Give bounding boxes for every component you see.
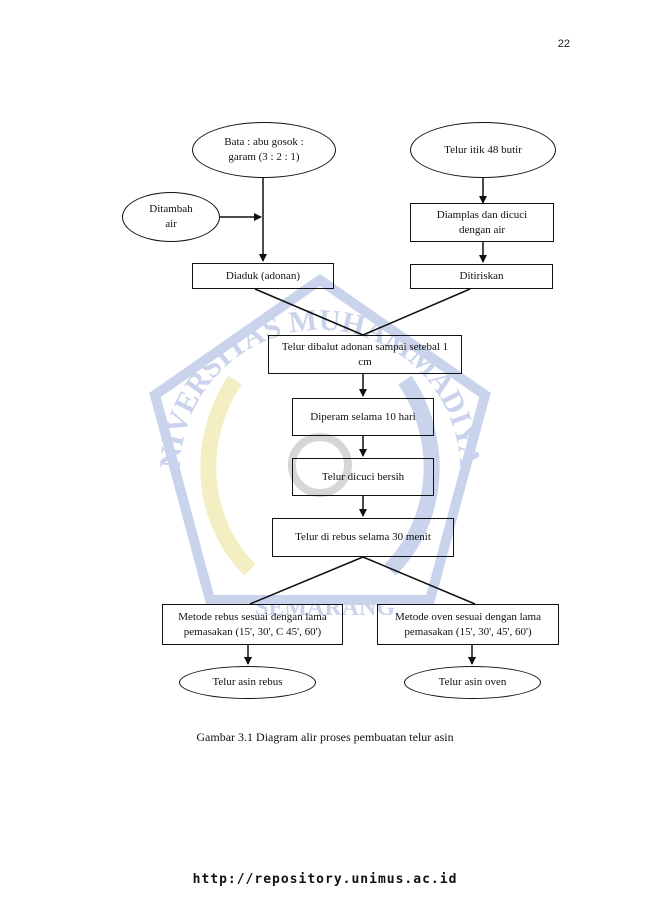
node-asin-oven-label: Telur asin oven — [438, 676, 507, 689]
line-diaduk-to-dibalut — [254, 288, 364, 336]
node-ditiriskan-label: Ditiriskan — [459, 270, 504, 283]
node-direbus-label: Telur di rebus selama 30 menit — [295, 531, 431, 544]
repository-url[interactable]: http://repository.unimus.ac.id — [192, 872, 458, 887]
node-metode-oven: Metode oven sesuai dengan lama pemasakan… — [377, 604, 559, 645]
node-telur-itik: Telur itik 48 butir — [410, 122, 556, 178]
university-logo-watermark: UNIVERSITAS MUHAMMADIYAH SEMARANG — [140, 270, 491, 621]
watermark-pentagon — [149, 273, 491, 605]
page-number: 22 — [557, 38, 570, 50]
node-diamplas: Diamplas dan dicuci dengan air — [410, 203, 554, 242]
node-metode-rebus: Metode rebus sesuai dengan lama pemasaka… — [162, 604, 343, 645]
node-dibalut-label: Telur dibalut adonan sampai setebal 1 cm — [281, 340, 449, 368]
line-direbus-to-metode-oven — [362, 556, 476, 605]
node-bata-label: Bata : abu gosok : garam (3 : 2 : 1) — [224, 136, 304, 163]
watermark-left-laurel — [200, 375, 256, 576]
node-bata: Bata : abu gosok : garam (3 : 2 : 1) — [192, 122, 336, 178]
node-diperam: Diperam selama 10 hari — [292, 398, 434, 436]
node-diaduk: Diaduk (adonan) — [192, 263, 334, 289]
node-air-label: Ditambah air — [149, 203, 193, 230]
node-diperam-label: Diperam selama 10 hari — [310, 410, 416, 423]
node-diaduk-label: Diaduk (adonan) — [225, 269, 301, 282]
node-diamplas-label: Diamplas dan dicuci dengan air — [436, 208, 528, 236]
node-asin-rebus-label: Telur asin rebus — [212, 676, 283, 689]
line-direbus-to-metode-rebus — [249, 556, 364, 605]
line-ditiriskan-to-dibalut — [362, 288, 471, 336]
node-ditiriskan: Ditiriskan — [410, 264, 553, 289]
node-asin-oven: Telur asin oven — [404, 666, 541, 699]
watermark-bottom-text: SEMARANG — [255, 595, 395, 621]
figure-caption: Gambar 3.1 Diagram alir proses pembuatan… — [196, 730, 454, 744]
watermark-right-laurel — [384, 375, 440, 576]
node-dicuci: Telur dicuci bersih — [292, 458, 434, 496]
node-dicuci-label: Telur dicuci bersih — [321, 470, 405, 483]
node-metode-rebus-label: Metode rebus sesuai dengan lama pemasaka… — [178, 610, 327, 638]
node-direbus: Telur di rebus selama 30 menit — [272, 518, 454, 557]
node-metode-oven-label: Metode oven sesuai dengan lama pemasakan… — [394, 610, 541, 638]
node-telur-itik-label: Telur itik 48 butir — [444, 143, 522, 156]
node-dibalut: Telur dibalut adonan sampai setebal 1 cm — [268, 335, 462, 374]
node-asin-rebus: Telur asin rebus — [179, 666, 316, 699]
node-air: Ditambah air — [122, 192, 220, 242]
